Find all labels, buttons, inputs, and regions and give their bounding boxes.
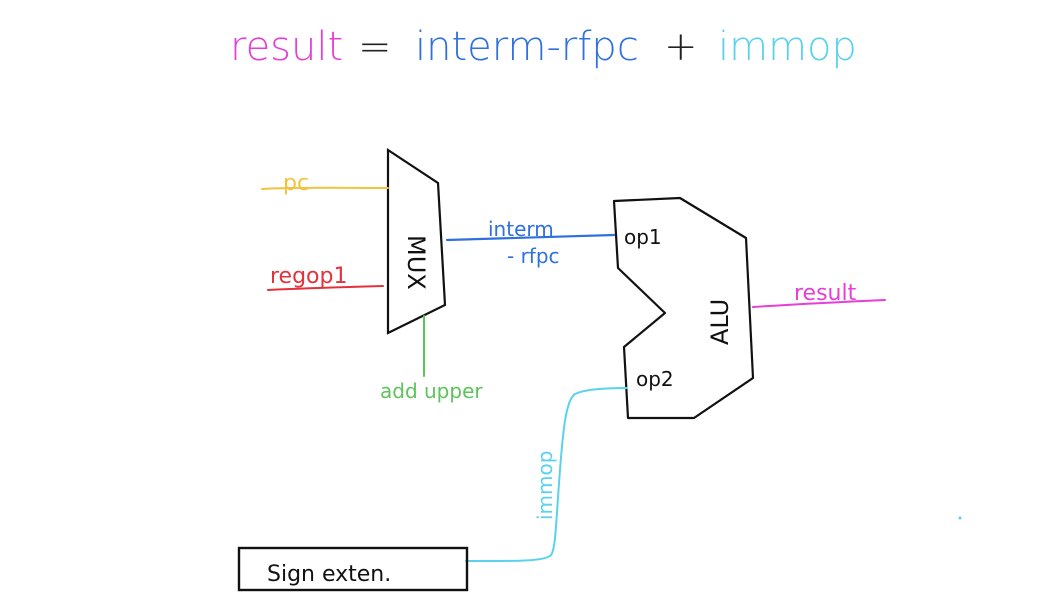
immop-wire — [465, 387, 628, 563]
interm-wire — [445, 233, 616, 242]
equation: result = interm-rfpc + immop — [230, 24, 857, 70]
alu-block: ALU op1 op2 — [612, 196, 755, 420]
equation-interm: interm-rfpc — [415, 24, 639, 70]
interm-connection: interm - rfpc — [445, 217, 616, 268]
regop1-wire — [267, 285, 384, 291]
mux-block: MUX — [386, 147, 447, 335]
pc-input: pc — [261, 171, 389, 196]
alu-op1-label: op1 — [624, 225, 662, 249]
equation-immop: immop — [718, 24, 857, 70]
stray-dot — [958, 516, 962, 520]
result-label: result — [794, 281, 857, 306]
interm-label-line2: - rfpc — [507, 244, 560, 268]
sign-extend-block: Sign exten. — [237, 546, 469, 592]
alu-shape — [612, 196, 755, 420]
equation-equals: = — [358, 24, 392, 70]
pc-label: pc — [283, 171, 309, 196]
alu-label: ALU — [706, 299, 734, 345]
equation-result: result — [230, 24, 343, 70]
result-wire — [752, 299, 886, 308]
sign-extend-label: Sign exten. — [267, 562, 391, 587]
mux-select: add upper — [380, 315, 483, 403]
mux-label: MUX — [402, 235, 430, 290]
regop1-input: regop1 — [267, 264, 384, 291]
sign-extend-box — [237, 546, 469, 592]
result-output: result — [752, 281, 886, 308]
immop-connection: immop — [465, 387, 628, 563]
regop1-label: regop1 — [270, 264, 347, 289]
equation-plus: + — [664, 24, 698, 70]
pc-wire — [261, 186, 389, 190]
mux-shape — [386, 147, 447, 335]
interm-label-line1: interm — [488, 217, 554, 241]
alu-op2-label: op2 — [636, 367, 674, 391]
select-label: add upper — [380, 379, 483, 403]
immop-label: immop — [533, 451, 557, 520]
